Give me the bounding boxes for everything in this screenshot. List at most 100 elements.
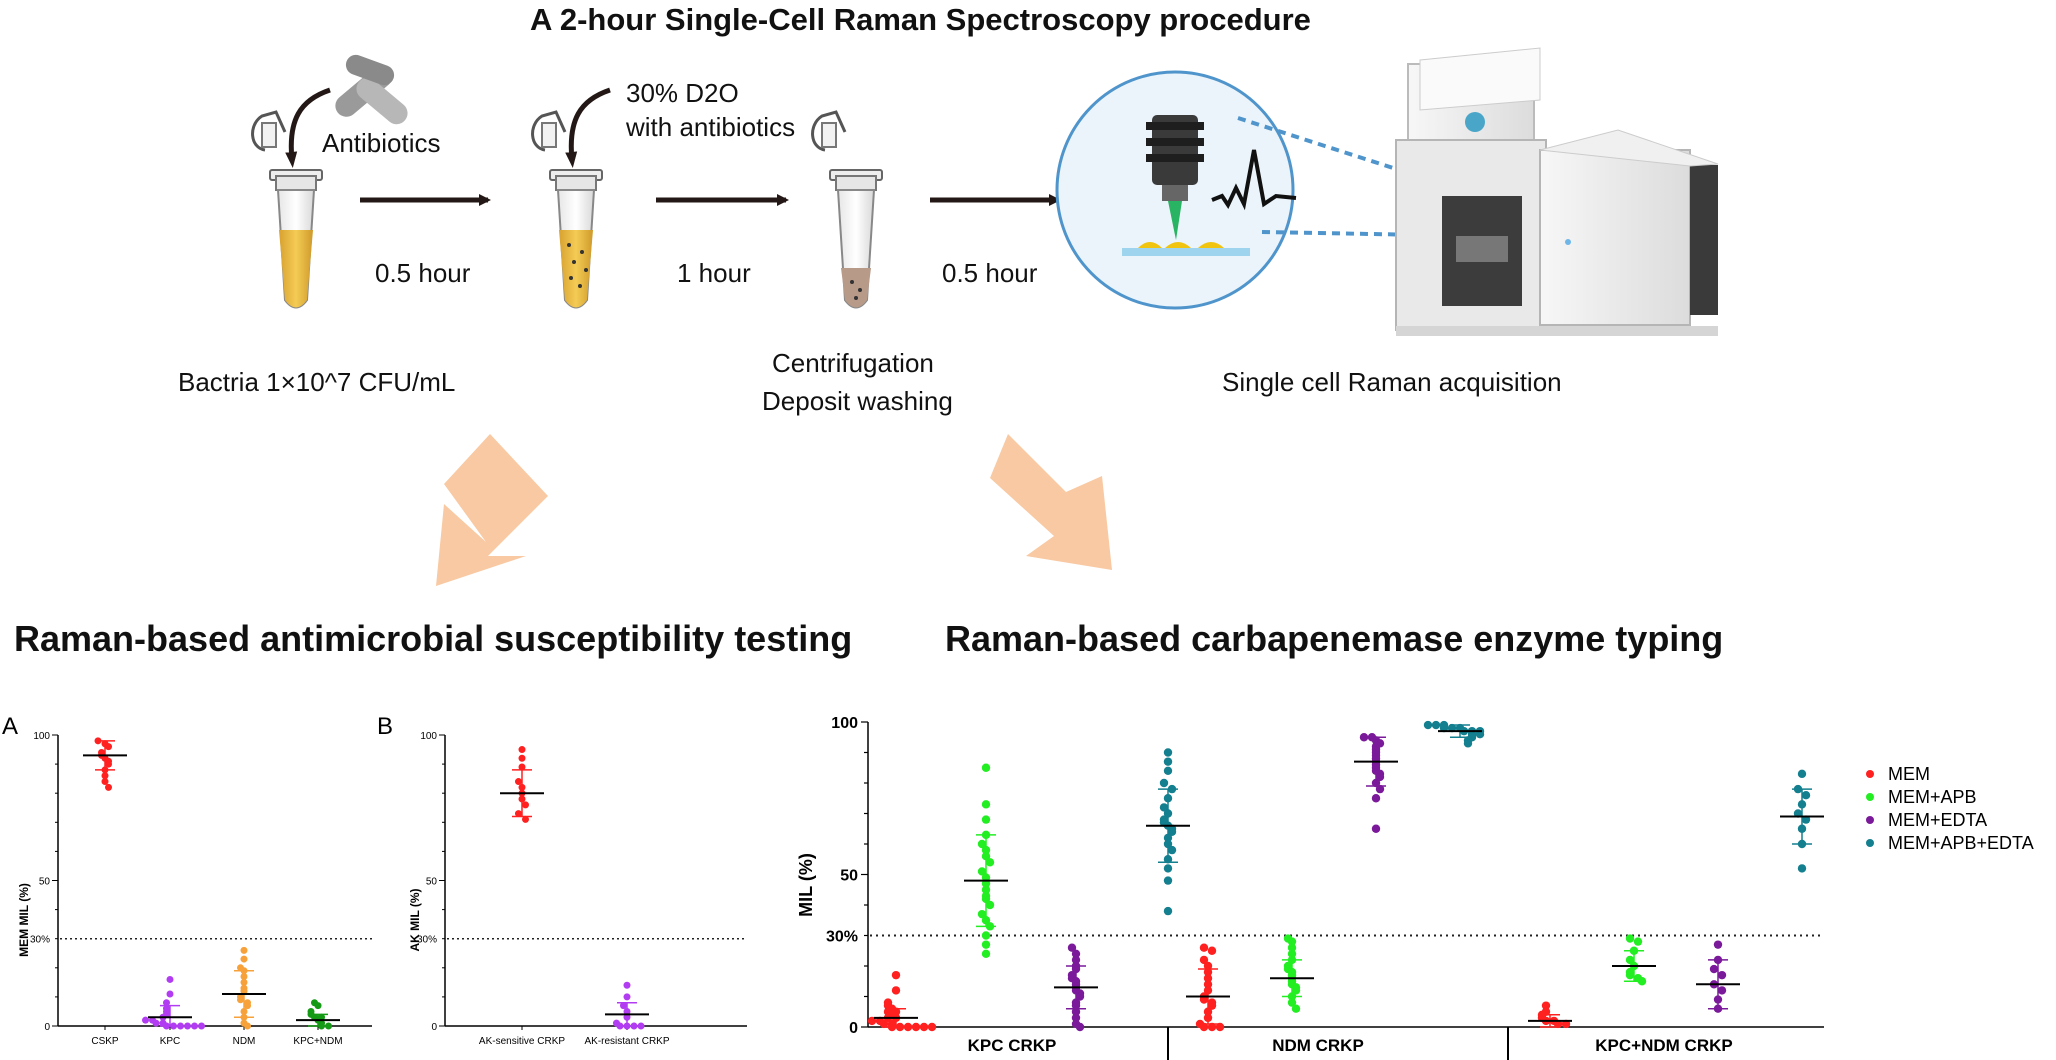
section-title-right: Raman-based carbapenemase enzyme typing: [945, 618, 1724, 659]
data-point: [1167, 784, 1177, 794]
data-point: [981, 763, 991, 772]
data-point: [240, 955, 248, 963]
data-point: [1207, 1022, 1217, 1032]
data-point: [1291, 1004, 1301, 1013]
data-point: [515, 778, 522, 786]
data-point: [981, 830, 991, 840]
data-point: [177, 1022, 184, 1030]
data-point: [887, 1022, 897, 1032]
data-point: [105, 783, 112, 791]
data-point: [623, 1013, 631, 1021]
data-point: [623, 993, 631, 1001]
y-tick-label: 30%: [417, 935, 437, 946]
data-point: [981, 894, 991, 904]
data-point: [152, 1019, 160, 1027]
panel-c-ylabel: MIL (%): [796, 853, 816, 917]
data-point: [240, 946, 248, 954]
centrifuge-label-line2: Deposit washing: [762, 386, 953, 416]
x-tick-label: KPC: [160, 1036, 181, 1047]
data-point: [1199, 943, 1209, 952]
data-point: [101, 778, 109, 786]
data-point: [1431, 720, 1441, 730]
data-point: [981, 800, 991, 809]
tube-3-icon: [811, 110, 883, 309]
data-point: [1071, 955, 1081, 965]
data-point: [637, 1022, 645, 1030]
data-point: [985, 858, 995, 867]
data-point: [891, 970, 901, 980]
data-point: [1163, 839, 1173, 849]
data-point: [616, 1022, 624, 1030]
tube-1-icon: [251, 110, 323, 309]
data-point: [518, 754, 526, 762]
data-point: [981, 845, 991, 855]
data-point: [191, 1022, 198, 1030]
left-flow-arrow: [436, 434, 548, 586]
data-point: [1625, 970, 1635, 980]
data-point: [1637, 977, 1647, 986]
data-point: [981, 949, 991, 958]
x-tick-label: KPC+NDM CRKP: [1595, 1036, 1732, 1055]
data-point: [1199, 1022, 1209, 1032]
data-point: [1287, 949, 1297, 958]
data-point: [1163, 876, 1173, 885]
legend-mem-label: MEM: [1888, 764, 1930, 784]
data-point: [985, 922, 995, 931]
data-point: [981, 885, 991, 894]
x-tick-label: NDM CRKP: [1272, 1036, 1364, 1055]
legend-mem-marker: [1866, 770, 1874, 778]
data-point: [981, 940, 991, 949]
data-point: [163, 999, 170, 1007]
data-point: [1717, 970, 1727, 980]
data-point: [1793, 784, 1803, 794]
data-point: [1463, 739, 1473, 748]
data-point: [895, 1022, 905, 1032]
procedure-title: A 2-hour Single-Cell Raman Spectroscopy …: [530, 2, 1311, 37]
panel-a-label: A: [2, 713, 18, 740]
y-tick-label: 0: [44, 1022, 50, 1033]
data-point: [240, 978, 248, 986]
data-point: [1199, 955, 1209, 965]
duration-3: 0.5 hour: [942, 258, 1038, 288]
data-point: [1713, 940, 1723, 949]
raman-instrument-icon: [1395, 47, 1719, 336]
data-point: [1371, 824, 1381, 833]
data-point: [1067, 943, 1077, 952]
data-point: [166, 975, 174, 983]
data-point: [927, 1022, 937, 1032]
data-point: [240, 1013, 248, 1021]
data-point: [1163, 864, 1173, 873]
data-point: [1071, 949, 1081, 958]
data-point: [630, 1022, 638, 1030]
data-point: [1203, 961, 1213, 971]
data-point: [1203, 980, 1213, 989]
data-point: [1163, 748, 1173, 757]
sample-label: Bactria 1×10^7 CFU/mL: [178, 367, 456, 397]
data-point: [903, 1022, 913, 1032]
data-point: [1071, 1013, 1081, 1023]
data-point: [1075, 992, 1085, 1001]
x-tick-label: CSKP: [91, 1036, 119, 1047]
y-tick-label: 100: [33, 731, 50, 742]
data-point: [1709, 964, 1719, 974]
raman-inset-icon: [1055, 70, 1297, 310]
data-point: [240, 967, 248, 975]
data-point: [1541, 1001, 1551, 1010]
data-point: [1163, 906, 1173, 916]
data-point: [981, 931, 991, 940]
legend-mem-apb-marker: [1866, 793, 1874, 801]
data-point: [977, 839, 987, 849]
data-point: [1163, 766, 1173, 775]
data-point: [919, 1022, 929, 1032]
data-point: [911, 1022, 921, 1032]
data-point: [163, 1022, 170, 1030]
step1-reagent: Antibiotics: [322, 128, 441, 158]
data-point: [94, 737, 102, 745]
data-point: [1163, 833, 1173, 843]
data-point: [314, 1002, 322, 1010]
y-tick-label: 0: [431, 1022, 437, 1033]
legend-mem-apb-edta-marker: [1866, 839, 1874, 847]
